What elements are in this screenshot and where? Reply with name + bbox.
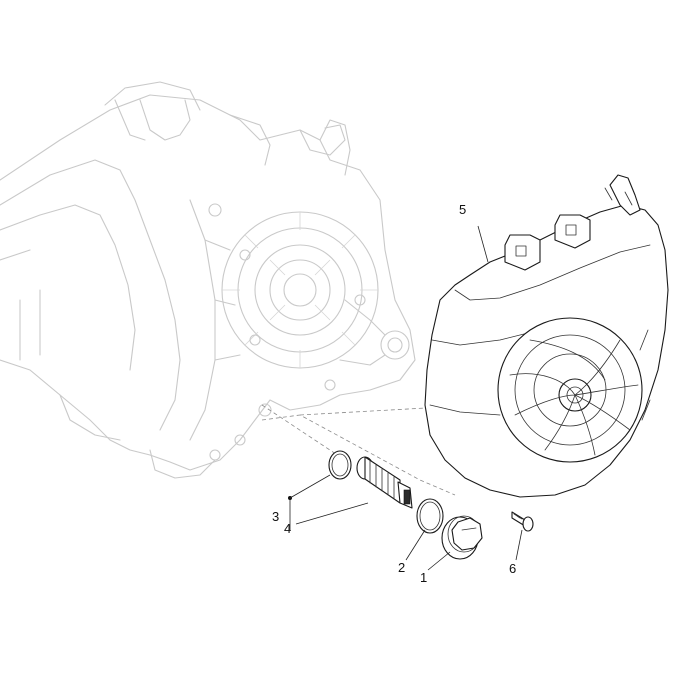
- callout-4: 4: [284, 521, 291, 536]
- callout-1: 1: [420, 570, 427, 585]
- part-2-o-ring: [416, 498, 444, 534]
- part-5-leader: [477, 225, 489, 263]
- callout-6: 6: [509, 561, 516, 576]
- part-1-drain-plug: [441, 515, 483, 560]
- callout-labels: 5 3 4 2 1 6: [272, 202, 516, 585]
- leader-1: [427, 551, 451, 571]
- leader-2: [405, 529, 426, 561]
- leader-3: [289, 474, 331, 499]
- part-4-filter-mesh: [356, 456, 413, 509]
- leader-4: [295, 502, 369, 525]
- part-3-o-ring: [328, 450, 352, 480]
- alignment-lines: [261, 404, 521, 496]
- callout-3: 3: [272, 509, 279, 524]
- callout-2: 2: [398, 560, 405, 575]
- leader-6: [515, 529, 523, 561]
- callout-5: 5: [459, 202, 466, 217]
- engine-crankcase-ghost: [0, 81, 416, 479]
- part-6-screw: [511, 511, 534, 532]
- part-5-fan-cover: [424, 174, 669, 498]
- leader-lines: [288, 474, 523, 571]
